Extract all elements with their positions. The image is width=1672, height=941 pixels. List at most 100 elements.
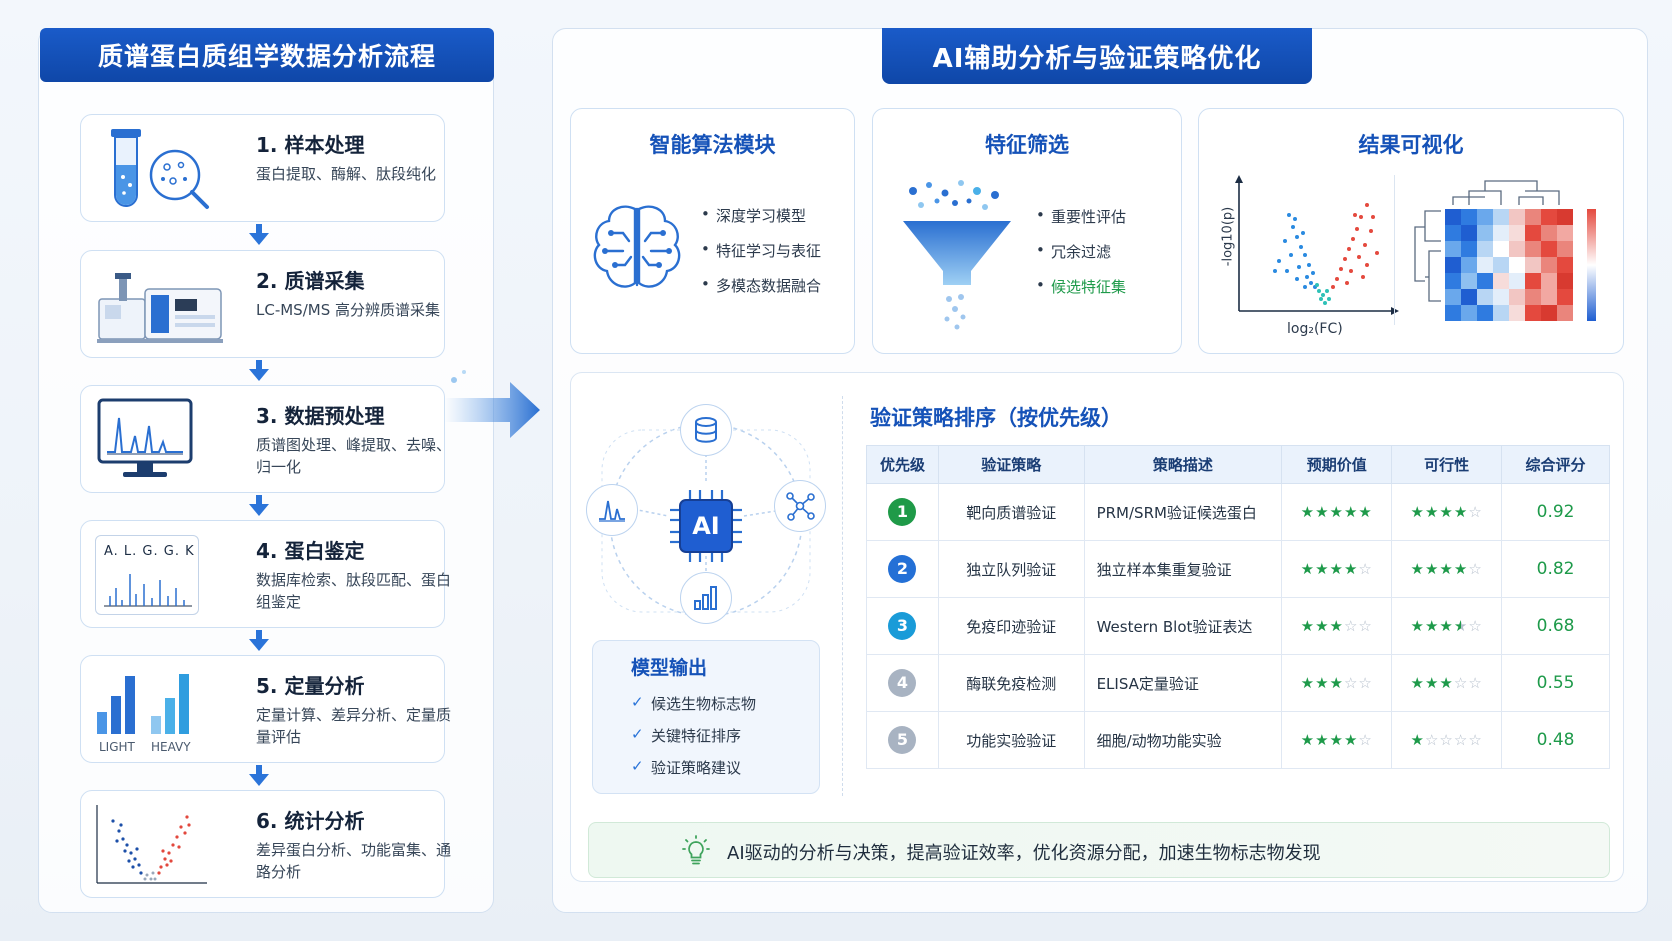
step-protein-id[interactable]: A. L. G. G. K 4. 蛋白鉴定 数据库检索、肽段匹配、蛋白组鉴定 — [80, 520, 451, 628]
heavy-label: HEAVY — [151, 740, 191, 754]
feature-item: 冗余过滤 — [1036, 241, 1111, 262]
feature-item: 重要性评估 — [1036, 206, 1126, 227]
priority-cell: 5 — [866, 711, 939, 769]
strategy-name: 独立队列验证 — [937, 540, 1085, 598]
step-sample-prep[interactable]: 1. 样本处理 蛋白提取、酶解、肽段纯化 — [80, 114, 445, 222]
volcano-ylabel: -log10(p) — [1220, 206, 1236, 267]
expected-value-cell: ★★★★☆ — [1281, 711, 1393, 769]
visualization-card[interactable]: 结果可视化 -log10(p) log₂(FC) — [1198, 108, 1624, 354]
priority-badge: 2 — [888, 555, 917, 583]
priority-badge: 4 — [888, 669, 917, 697]
star-rating: ★★★★★ — [1300, 503, 1373, 521]
feasibility-cell: ★☆☆☆☆ — [1391, 711, 1503, 769]
col-header[interactable]: 综合评分 — [1501, 445, 1610, 484]
mass-spectrometer-icon — [97, 273, 223, 343]
star-rating: ★★★☆☆ — [1300, 617, 1373, 635]
star-rating: ★★★☆☆ — [1410, 674, 1483, 692]
flow-arrow — [256, 630, 262, 640]
step-desc: 蛋白提取、酶解、肽段纯化 — [256, 165, 437, 183]
flow-arrow-head — [249, 639, 269, 651]
strategy-desc: 独立样本集重复验证 — [1083, 540, 1283, 598]
ai-chip-label: AI — [692, 512, 720, 540]
flow-arrow-head — [249, 774, 269, 786]
flow-arrow-head — [249, 504, 269, 516]
connector-arrow-icon — [444, 370, 540, 438]
step-desc: 定量计算、差异分析、定量质量评估 — [256, 706, 452, 746]
flow-arrow — [256, 495, 262, 505]
step-title: 4. 蛋白鉴定 — [256, 539, 365, 563]
step-desc: 差异蛋白分析、功能富集、通路分析 — [256, 841, 452, 881]
model-output-item: 关键特征排序 — [631, 725, 741, 746]
step-desc: 质谱图处理、峰提取、去噪、归一化 — [256, 436, 452, 476]
brain-circuit-icon — [593, 205, 681, 288]
strategy-name: 免疫印迹验证 — [937, 597, 1085, 655]
network-icon — [774, 480, 826, 532]
step-title: 3. 数据预处理 — [256, 404, 385, 428]
bar-chart-icon — [680, 572, 732, 624]
step-title: 6. 统计分析 — [256, 809, 365, 833]
step-ms-acquisition[interactable]: 2. 质谱采集 LC-MS/MS 高分辨质谱采集 — [80, 250, 445, 358]
score-cell: 0.82 — [1501, 540, 1610, 598]
step-desc: LC-MS/MS 高分辨质谱采集 — [256, 301, 440, 319]
flow-arrow — [256, 224, 262, 234]
step-preprocessing[interactable]: 3. 数据预处理 质谱图处理、峰提取、去噪、归一化 — [80, 385, 451, 493]
step-title: 5. 定量分析 — [256, 674, 365, 698]
ai-chip-icon: AI — [668, 488, 744, 564]
star-rating: ★★★★☆ — [1300, 731, 1373, 749]
strategy-desc: 细胞/动物功能实验 — [1083, 711, 1283, 769]
algo-item: 多模态数据融合 — [701, 275, 821, 296]
priority-cell: 1 — [866, 483, 939, 541]
star-rating: ★☆☆☆☆ — [1410, 731, 1483, 749]
feature-selection-card[interactable]: 特征筛选 重要性评估 冗余过滤 候选特征集 — [872, 108, 1182, 354]
bar-chart-icon — [97, 674, 189, 734]
expected-value-cell: ★★★★★ — [1281, 483, 1393, 541]
strategy-name: 靶向质谱验证 — [937, 483, 1085, 541]
strategy-name: 酶联免疫检测 — [937, 654, 1085, 712]
feasibility-cell: ★★★★☆ — [1391, 540, 1503, 598]
strategy-desc: PRM/SRM验证候选蛋白 — [1083, 483, 1283, 541]
priority-badge: 1 — [888, 498, 917, 526]
funnel-icon — [903, 180, 1011, 330]
star-rating: ★★★☆☆ — [1300, 674, 1373, 692]
expected-value-cell: ★★★☆☆ — [1281, 597, 1393, 655]
feature-item-highlight: 候选特征集 — [1036, 276, 1126, 297]
volcano-plot-icon — [1235, 175, 1399, 315]
priority-cell: 4 — [866, 654, 939, 712]
step-statistics[interactable]: 6. 统计分析 差异蛋白分析、功能富集、通路分析 — [80, 790, 451, 898]
feasibility-cell: ★★★★☆ — [1391, 483, 1503, 541]
test-tube-icon — [111, 129, 209, 209]
col-header[interactable]: 优先级 — [866, 445, 939, 484]
flow-arrow-head — [249, 233, 269, 245]
lightbulb-icon — [682, 835, 710, 865]
col-header[interactable]: 验证策略 — [937, 445, 1085, 484]
algorithm-module-card[interactable]: 智能算法模块 深度学习模型 特征学习与表征 多模态数据融合 — [570, 108, 855, 354]
volcano-xlabel: log₂(FC) — [1287, 321, 1343, 337]
strategy-desc: Western Blot验证表达 — [1083, 597, 1283, 655]
priority-cell: 2 — [866, 540, 939, 598]
algo-item: 特征学习与表征 — [701, 240, 821, 261]
score-cell: 0.55 — [1501, 654, 1610, 712]
col-header[interactable]: 策略描述 — [1083, 445, 1283, 484]
feasibility-cell: ★★★★☆ — [1391, 597, 1503, 655]
ai-panel-title: AI辅助分析与验证策略优化 — [882, 28, 1312, 84]
col-header[interactable]: 可行性 — [1391, 445, 1503, 484]
score-cell: 0.68 — [1501, 597, 1610, 655]
volcano-plot-icon — [96, 805, 207, 884]
priority-badge: 3 — [888, 612, 917, 640]
expected-value-cell: ★★★★☆ — [1281, 540, 1393, 598]
star-rating: ★★★★☆ — [1410, 617, 1483, 635]
col-header[interactable]: 预期价值 — [1281, 445, 1393, 484]
expected-value-cell: ★★★☆☆ — [1281, 654, 1393, 712]
star-rating: ★★★★☆ — [1410, 560, 1483, 578]
step-quantification[interactable]: LIGHT HEAVY 5. 定量分析 定量计算、差异分析、定量质量评估 — [80, 655, 451, 763]
module-title: 结果可视化 — [1358, 133, 1464, 157]
priority-badge: 5 — [888, 726, 917, 754]
step-desc: 数据库检索、肽段匹配、蛋白组鉴定 — [256, 571, 452, 611]
strategy-desc: ELISA定量验证 — [1083, 654, 1283, 712]
